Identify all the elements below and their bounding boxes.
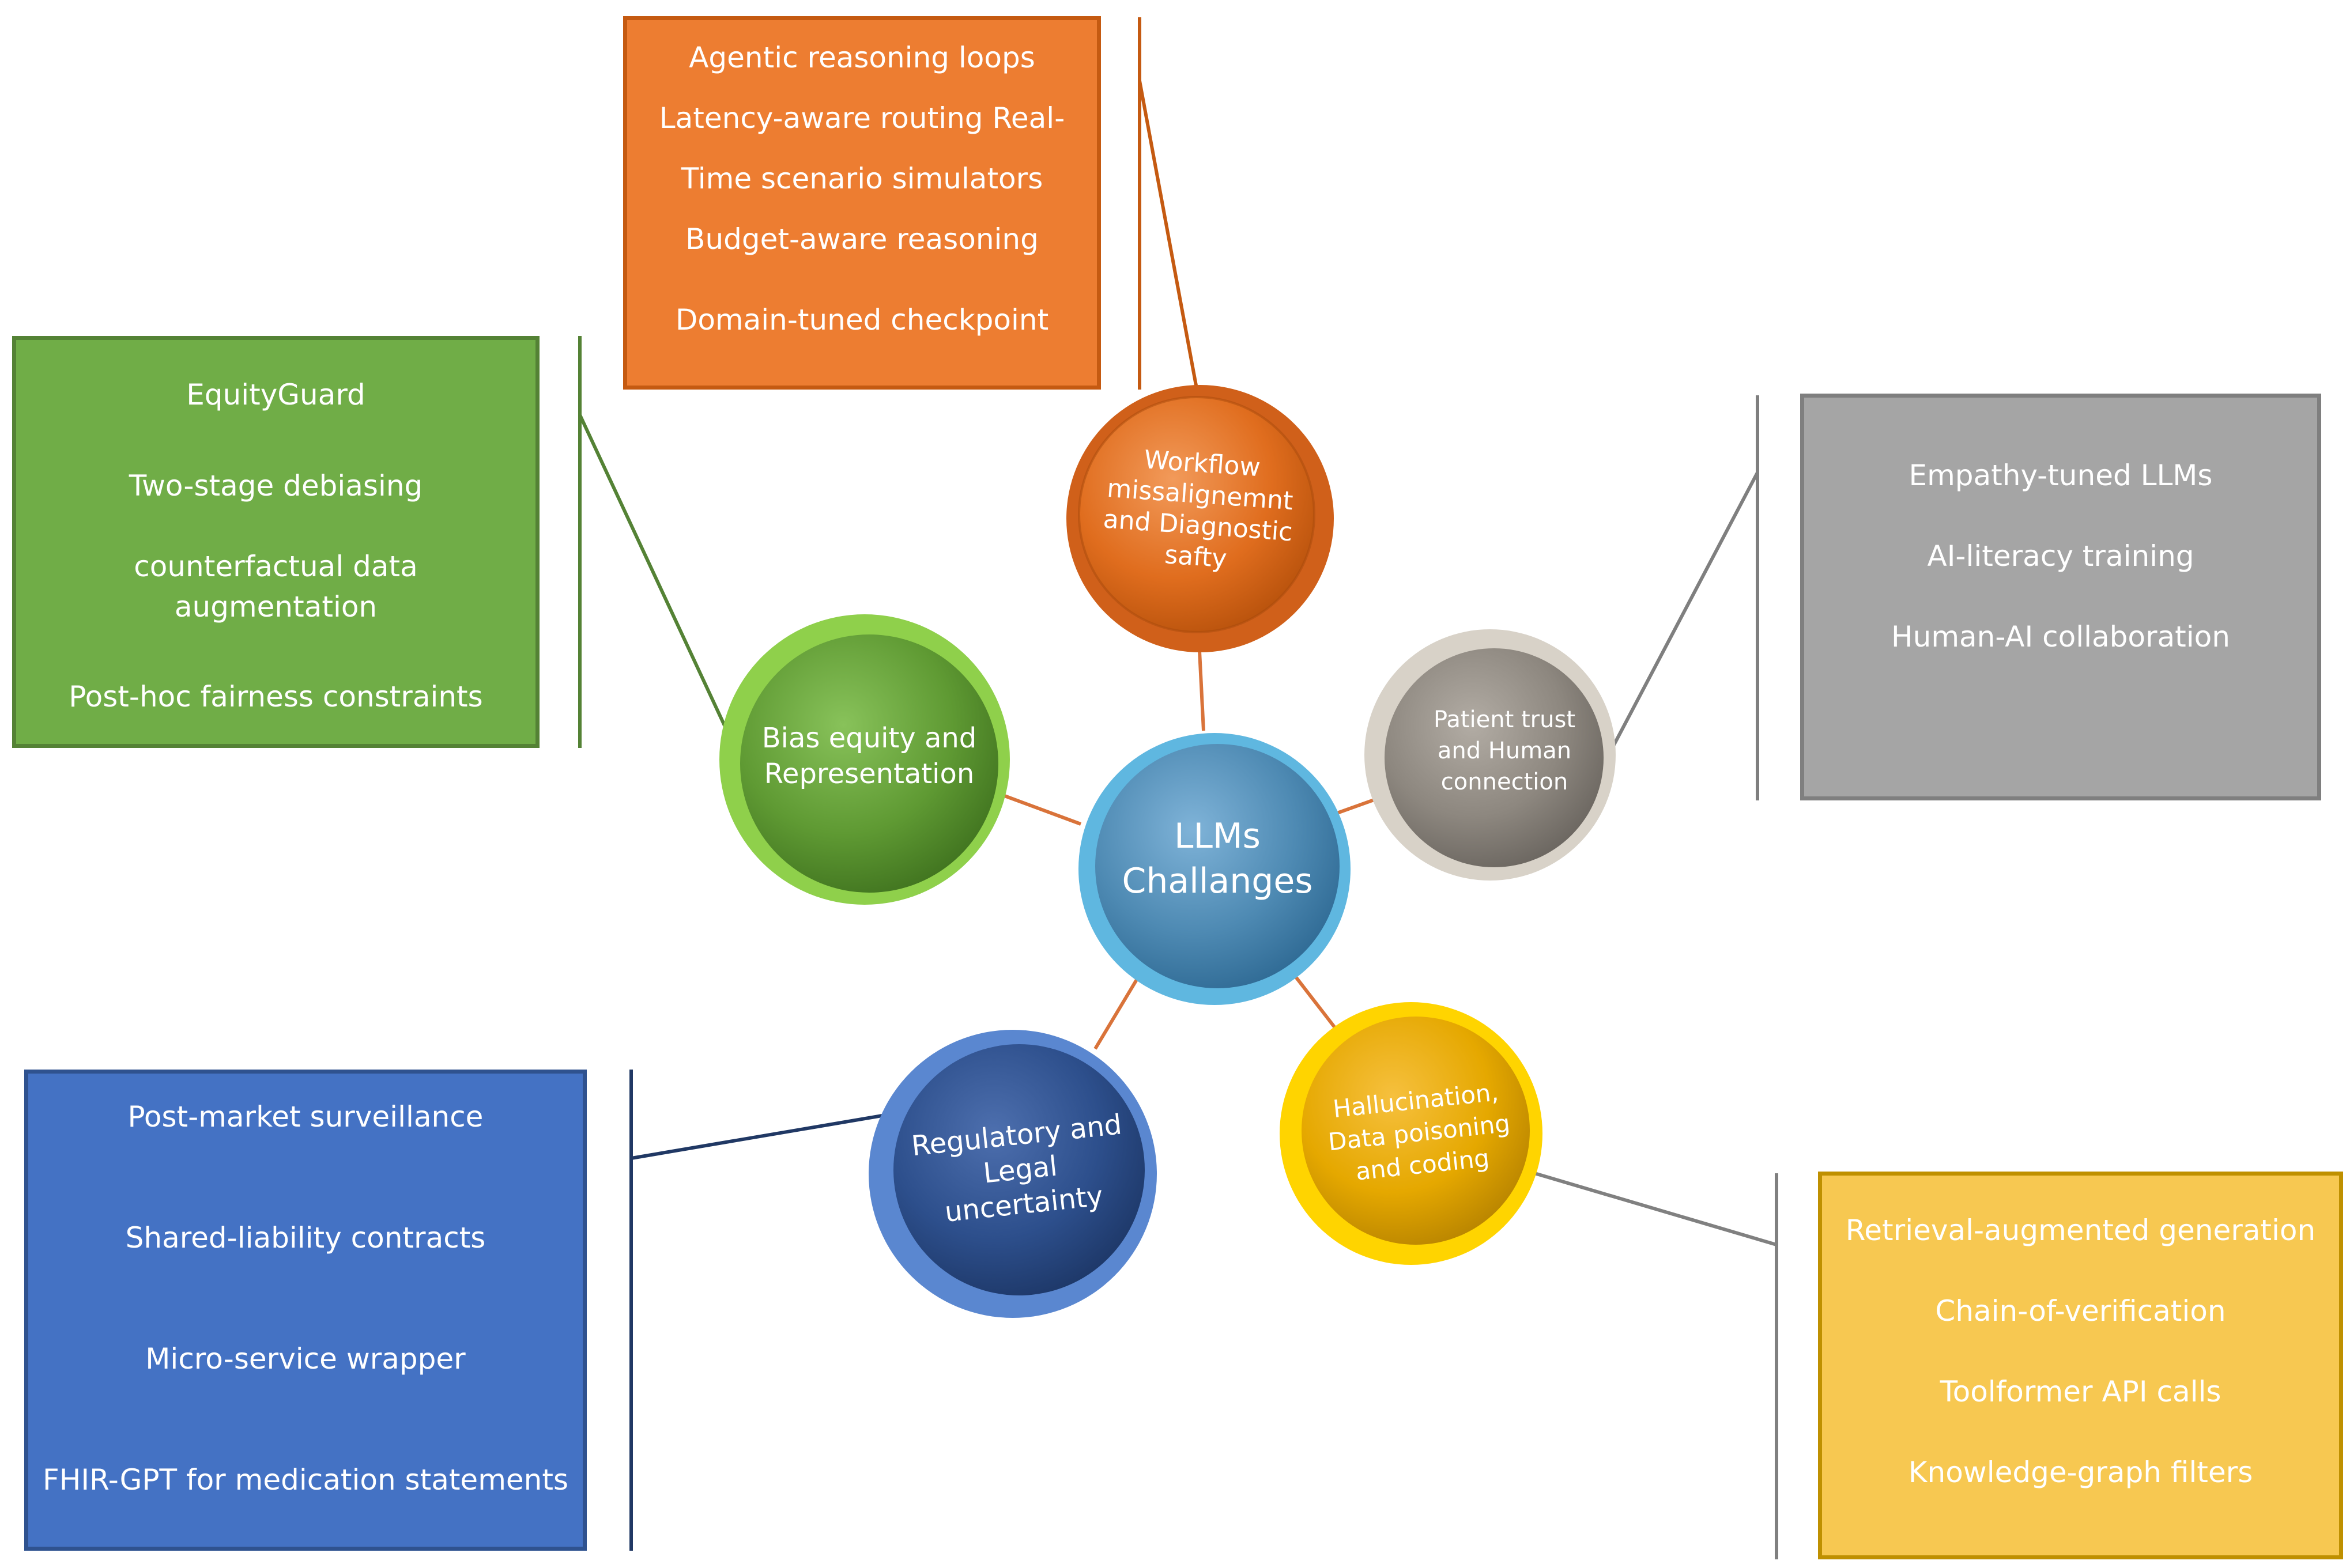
list-item: Chain-of-verification <box>1935 1294 2226 1328</box>
spoke-bias <box>1002 794 1082 826</box>
list-item: Micro-service wrapper <box>145 1342 466 1376</box>
list-item: Domain-tuned checkpoint <box>675 303 1049 337</box>
list-item: Budget-aware reasoning <box>685 222 1039 256</box>
workflow-label: Workflow missalignemnt and Diagnostic sa… <box>1102 445 1294 574</box>
box-bias-solutions: EquityGuard Two-stage debiasing counterf… <box>12 336 540 748</box>
list-item: Knowledge-graph filters <box>1908 1456 2253 1489</box>
trust-label: Patient trust and Human connection <box>1434 706 1575 795</box>
circle-workflow <box>1066 385 1334 652</box>
spoke-workflow <box>1197 639 1205 731</box>
list-item: Shared-liability contracts <box>125 1221 486 1255</box>
list-item: counterfactual data <box>134 550 418 583</box>
bracket-orange <box>1138 17 1200 395</box>
list-item: Agentic reasoning loops <box>689 41 1035 74</box>
spoke-hallucination <box>1289 970 1342 1036</box>
bracket-gray <box>1598 395 1759 800</box>
list-item: Human-AI collaboration <box>1891 620 2230 653</box>
list-item: AI-literacy training <box>1927 539 2194 573</box>
list-item: EquityGuard <box>186 378 365 411</box>
list-item: Two-stage debiasing <box>129 469 423 502</box>
bracket-yellow <box>1513 1165 1778 1559</box>
list-item: Time scenario simulators <box>681 162 1043 195</box>
list-item: Latency-aware routing Real- <box>659 101 1065 135</box>
box-regulatory-solutions: Post-market surveillance Shared-liabilit… <box>24 1070 587 1551</box>
center-label: LLMs Challanges <box>1122 816 1313 901</box>
circle-center <box>1078 733 1351 1005</box>
box-hallucination-solutions: Retrieval-augmented generation Chain-of-… <box>1818 1172 2343 1559</box>
circle-bias <box>719 614 1010 905</box>
box-workflow-solutions: Agentic reasoning loops Latency-aware ro… <box>623 16 1101 390</box>
list-item: Empathy-tuned LLMs <box>1909 459 2213 492</box>
list-item: augmentation <box>174 590 378 624</box>
circle-trust <box>1364 629 1616 881</box>
list-item: Post-hoc fairness constraints <box>69 680 483 713</box>
bracket-green <box>578 336 745 768</box>
list-item: Retrieval-augmented generation <box>1845 1214 2316 1247</box>
circle-regulatory <box>869 1030 1157 1318</box>
spoke-regulatory <box>1093 976 1140 1050</box>
list-item: Toolformer API calls <box>1940 1375 2221 1408</box>
list-item: Post-market surveillance <box>127 1100 484 1134</box>
bracket-blue <box>629 1070 920 1551</box>
box-trust-solutions: Empathy-tuned LLMs AI-literacy training … <box>1800 394 2321 800</box>
bias-label: Bias equity and Representation <box>761 722 977 790</box>
circle-hallucination <box>1280 1002 1542 1265</box>
list-item: FHIR-GPT for medication statements <box>42 1463 569 1497</box>
